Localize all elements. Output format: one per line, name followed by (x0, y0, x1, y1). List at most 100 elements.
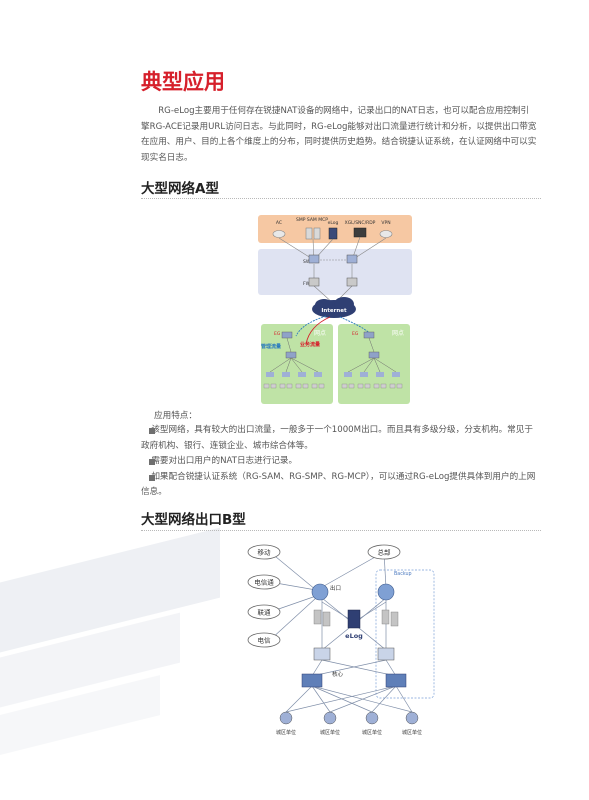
elog-icon (328, 227, 338, 240)
label-xgl: XGL/SNC/RDP (345, 220, 376, 226)
traffic-lines (295, 315, 373, 345)
switch-icon (365, 711, 379, 725)
label-sw: SW (303, 259, 311, 265)
diagram-b-links (269, 551, 413, 713)
network-diagram-b: Backup 移动 电信通 联通 电信 (247, 544, 435, 736)
svg-text:联通: 联通 (258, 608, 272, 617)
label-branch-left: 网点 (314, 329, 326, 337)
bullet-square-icon (149, 474, 155, 481)
switch-icon (392, 372, 400, 377)
cloud-icon (367, 544, 401, 560)
exit-routers: 出口 (311, 583, 395, 601)
core-switches: 核心 (301, 670, 407, 688)
switch-icon (308, 254, 320, 264)
feature-item: 如果配合锐捷认证系统（RG-SAM、RG-SMP、RG-MCP），可以通过RG-… (141, 471, 536, 498)
bullet-square-icon (149, 428, 155, 434)
switch-icon (377, 647, 395, 661)
svg-text:电信通: 电信通 (254, 578, 274, 587)
core-switch-icon (301, 673, 323, 688)
server-icon (313, 227, 321, 240)
label-fw: FW (303, 281, 311, 287)
switch-icon (285, 351, 297, 359)
firewall-icon (322, 611, 331, 627)
label-branch-right: 网点 (392, 329, 404, 337)
biz-traffic-line (305, 316, 331, 345)
switch-icon (314, 372, 322, 377)
switch-icon (313, 647, 331, 661)
svg-text:电信: 电信 (258, 636, 272, 645)
backup-zone (375, 569, 435, 699)
ac-icon (272, 230, 286, 238)
cloud-mobile: 移动 (247, 544, 281, 560)
cloud-icon (247, 604, 281, 620)
feature-item: 需要对出口用户的NAT日志进行记录。 (141, 454, 541, 470)
firewall-icon (346, 277, 358, 287)
label-unit: 城区单位 (362, 729, 382, 736)
cloud-icon (247, 632, 281, 648)
intro-paragraph: RG-eLog主要用于任何存在锐捷NAT设备的网络中，记录出口的NAT日志，也可… (141, 106, 537, 163)
label-exit: 出口 (330, 584, 341, 592)
core-switch-icon (385, 673, 407, 688)
label-internet: Internet (321, 308, 347, 314)
svg-text:总部: 总部 (378, 548, 392, 557)
section-b-title: 大型网络出口B型 (141, 512, 246, 528)
mgmt-traffic-line (295, 315, 327, 337)
switch-icon (344, 372, 352, 377)
switch-icon (368, 351, 380, 359)
switch-icon (298, 372, 306, 377)
cloud-hq: 总部 (367, 544, 401, 560)
switch-icon (279, 711, 293, 725)
label-smp-sam-mcp: SMP SAM MCP (296, 217, 328, 223)
firewalls (313, 609, 399, 627)
label-unit: 城区单位 (320, 729, 340, 736)
features-label: 应用特点： (154, 411, 197, 421)
cloud-unicom: 联通 (247, 604, 281, 620)
label-vpn: VPN (381, 220, 390, 226)
label-eg-left: EG (274, 331, 281, 337)
router-icon (377, 583, 395, 601)
branch-devices-left (263, 331, 325, 389)
switch-icon (360, 372, 368, 377)
firewall-icon (390, 611, 399, 627)
router-icon (281, 331, 293, 339)
section-b-divider (141, 530, 541, 531)
label-elog: eLog (328, 220, 339, 226)
elog-server-icon (347, 609, 361, 629)
switch-icon (323, 711, 337, 725)
feature-item: 该型网络，具有较大的出口流量，一般多于一个1000M出口。而且具有多级分级，分支… (141, 425, 533, 451)
core-zone-band (258, 249, 412, 295)
elog-server: eLog (345, 609, 363, 640)
cloud-icon (247, 544, 281, 560)
cloud-telecom-tong: 电信通 (247, 574, 281, 590)
section-a-divider (141, 198, 541, 199)
label-unit: 城区单位 (402, 729, 422, 736)
firewall-icon (313, 609, 322, 625)
server-icon (305, 227, 313, 240)
network-diagram-a: AC SMP SAM MCP eLog XGL/SNC/RDP VPN SW F… (258, 215, 412, 404)
branch-devices-right (341, 331, 403, 389)
bullet-square-icon (149, 459, 155, 465)
cloud-icon (247, 574, 281, 590)
switch-icon (405, 711, 419, 725)
internet-cloud: Internet (312, 297, 356, 318)
unit-switches (279, 711, 419, 725)
switch-icon (266, 372, 274, 377)
label-unit: 城区单位 (276, 729, 296, 736)
router-icon (311, 583, 329, 601)
isp-clouds: 移动 电信通 联通 电信 总部 (247, 544, 401, 648)
page-title: 典型应用 (141, 70, 225, 94)
svg-text:移动: 移动 (258, 548, 272, 557)
cloud-telecom: 电信 (247, 632, 281, 648)
switch-icon (376, 372, 384, 377)
label-ac: AC (276, 220, 282, 226)
switch-icon (346, 254, 358, 264)
features-list: 该型网络，具有较大的出口流量，一般多于一个1000M出口。而且具有多级分级，分支… (141, 423, 541, 501)
label-eg-right: EG (352, 331, 359, 337)
section-a-title: 大型网络A型 (141, 181, 219, 197)
label-elog: eLog (345, 632, 363, 640)
label-core: 核心 (332, 670, 344, 678)
label-backup: Backup (394, 571, 412, 577)
label-biz-traffic: 业务流量 (300, 341, 320, 348)
monitor-icon (353, 227, 367, 238)
firewall-icon (308, 277, 320, 287)
